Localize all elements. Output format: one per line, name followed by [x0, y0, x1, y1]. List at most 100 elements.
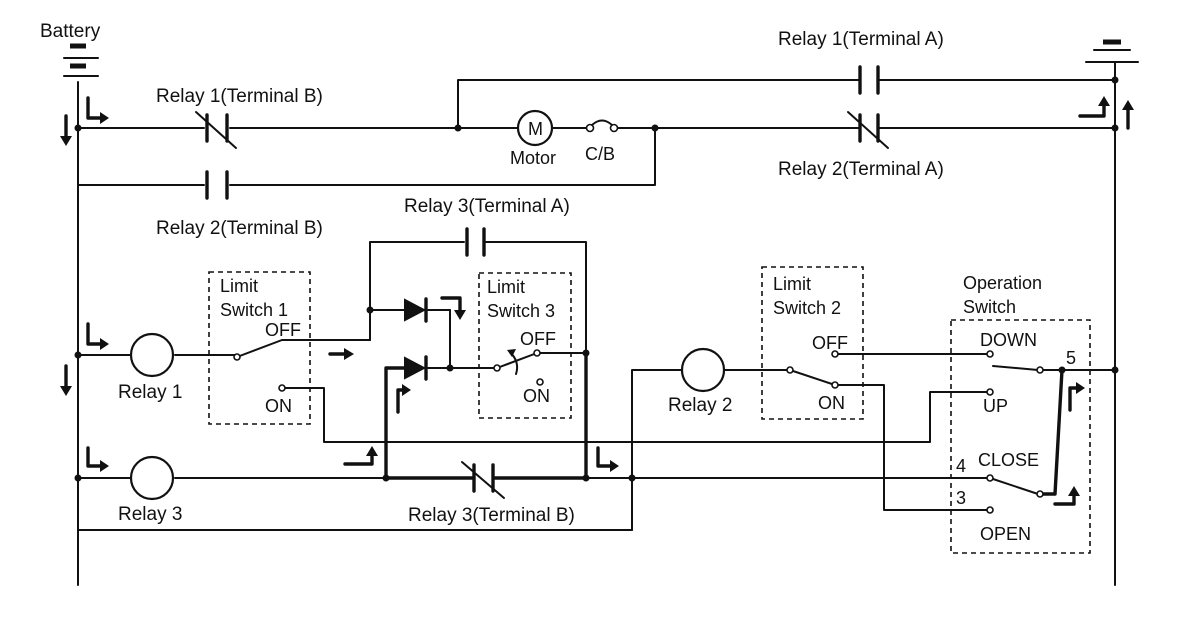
op-open-terminal [986, 506, 994, 514]
relay3-coil [129, 455, 175, 501]
terminal-4-label: 4 [956, 456, 966, 476]
motor-rung [77, 79, 1116, 186]
limit-switch-3-on-label: ON [523, 386, 550, 406]
relay2-terminal-a-label: Relay 2(Terminal A) [778, 159, 944, 180]
operation-switch-label-line1: Operation [963, 273, 1042, 293]
terminal-dot [786, 366, 794, 374]
junction-dot [382, 474, 390, 482]
flow-arrow-icon [86, 446, 109, 472]
flow-arrow-icon [1078, 96, 1110, 118]
terminal-dot [831, 381, 839, 389]
op-up-terminal [986, 388, 994, 396]
flow-arrow-icon [60, 364, 72, 396]
junction-dot [628, 474, 636, 482]
limit-switch-2-label-line1: Limit [773, 274, 811, 294]
flow-arrow-icon [596, 446, 619, 472]
diode-upper [404, 297, 428, 323]
flow-arrow-icon [60, 114, 72, 146]
op-close-label: CLOSE [978, 450, 1039, 470]
supply-symbol-right [1085, 39, 1139, 63]
junction-dot [366, 306, 374, 314]
flow-arrow-icon [1068, 382, 1085, 412]
motor-label: Motor [510, 148, 556, 168]
limit-switch-1-off-label: OFF [265, 320, 301, 340]
limit-switch-1-on-label: ON [265, 396, 292, 416]
limit-switch-3-label-line2: Switch 3 [487, 301, 555, 321]
limit-switch-3-label-line1: Limit [487, 277, 525, 297]
op-common-terminal [1036, 366, 1044, 374]
junction-dot [446, 364, 454, 372]
relay1-terminal-b-contact [195, 111, 237, 149]
junction-dot [74, 124, 82, 132]
operation-switch-wiring [989, 353, 1116, 496]
terminal-dot [278, 384, 286, 392]
relay1-label: Relay 1 [118, 382, 182, 403]
terminal-dot [831, 350, 839, 358]
relay1-coil [129, 332, 175, 378]
relay3-rung [77, 351, 991, 531]
junction-dot [651, 124, 659, 132]
ls3-motion-arrowhead [507, 349, 516, 357]
relay3-terminal-b-contact [461, 461, 505, 499]
flow-arrow-icon [343, 446, 378, 466]
terminal-dot [493, 364, 501, 372]
junction-dot [74, 474, 82, 482]
relay2-coil [680, 347, 726, 393]
junction-dot [1111, 76, 1119, 84]
relay3-label: Relay 3 [118, 504, 182, 525]
op-open-label: OPEN [980, 524, 1031, 544]
flow-arrow-icon [1122, 100, 1134, 130]
circuit-breaker-label: C/B [585, 144, 615, 164]
op-up-label: UP [983, 396, 1008, 416]
relay1-terminal-a-contact [858, 65, 880, 95]
flow-arrow-icon [86, 96, 109, 124]
op-down-label: DOWN [980, 330, 1037, 350]
limit-switch-2-label-line2: Switch 2 [773, 298, 841, 318]
relay3-terminal-a-contact [465, 227, 486, 257]
relay1-rung [77, 241, 991, 480]
flow-arrow-icon [396, 384, 411, 414]
operation-switch-box [950, 319, 1091, 554]
flow-arrow-icon [440, 296, 466, 320]
battery-label: Battery [40, 21, 101, 42]
battery-symbol [63, 43, 99, 77]
circuit-breaker-symbol [585, 119, 619, 133]
limit-switch-3-box [478, 272, 572, 419]
motor-symbol-letter: M [528, 119, 543, 139]
terminal-3-label: 3 [956, 488, 966, 508]
motor-symbol [516, 109, 554, 147]
flow-arrow-icon [1053, 486, 1080, 506]
operation-switch-label-line2: Switch [963, 297, 1016, 317]
junction-dot [1111, 366, 1119, 374]
relay1-terminal-a-label: Relay 1(Terminal A) [778, 29, 944, 50]
relay2-rung [631, 353, 991, 531]
relay3-terminal-b-label: Relay 3(Terminal B) [408, 505, 575, 526]
junction-dot [454, 124, 462, 132]
relay2-terminal-b-contact [205, 170, 229, 200]
junction-dot [1058, 366, 1066, 374]
relay3-terminal-a-label: Relay 3(Terminal A) [404, 196, 570, 217]
junction-dot [1111, 124, 1119, 132]
relay2-terminal-b-label: Relay 2(Terminal B) [156, 218, 323, 239]
limit-switch-3-off-label: OFF [520, 329, 556, 349]
diode-lower [404, 355, 428, 381]
terminal-dot [536, 378, 544, 386]
flow-arrow-icon [328, 348, 354, 360]
relay1-terminal-b-label: Relay 1(Terminal B) [156, 86, 323, 107]
junction-dot [74, 351, 82, 359]
limit-switch-1-label-line2: Switch 1 [220, 300, 288, 320]
terminal-5-label: 5 [1066, 348, 1076, 368]
op-close-common-terminal [1036, 490, 1044, 498]
terminal-dot [233, 353, 241, 361]
flow-arrow-icon [86, 322, 109, 350]
limit-switch-2-off-label: OFF [812, 333, 848, 353]
relay2-label: Relay 2 [668, 395, 732, 416]
relay2-terminal-a-contact [847, 111, 889, 149]
op-close-terminal [986, 474, 994, 482]
junction-dot [582, 474, 590, 482]
terminal-dot [533, 349, 541, 357]
op-down-terminal [986, 350, 994, 358]
limit-switch-2-on-label: ON [818, 393, 845, 413]
limit-switch-1-label-line1: Limit [220, 276, 258, 296]
